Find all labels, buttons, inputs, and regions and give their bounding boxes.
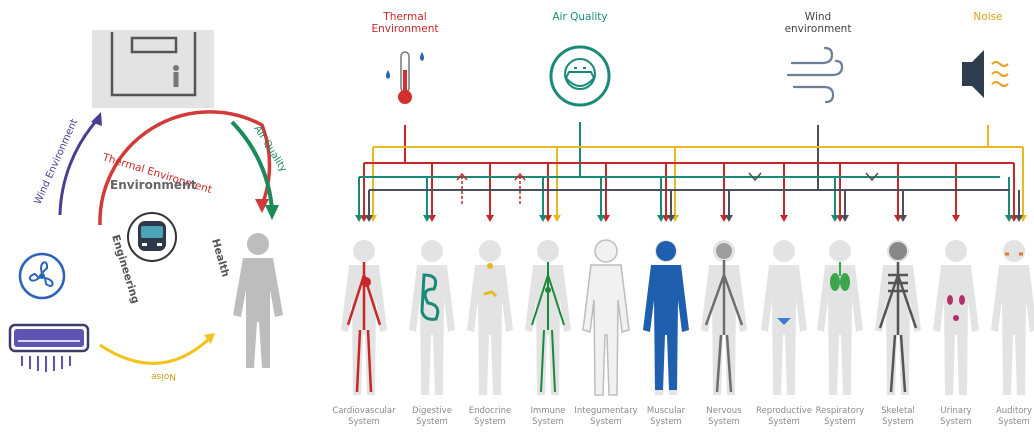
building-icon xyxy=(92,30,214,108)
arrow-air-3 xyxy=(539,215,547,222)
connection-lines xyxy=(355,147,1027,222)
system-label: System xyxy=(768,417,800,427)
system-label: Auditory xyxy=(996,406,1032,416)
system-label: Reproductive xyxy=(756,406,812,416)
health-label: Health xyxy=(209,238,231,279)
system-label: System xyxy=(474,417,506,427)
air-conditioner-icon xyxy=(10,325,88,372)
system-label: Muscular xyxy=(647,406,686,416)
organ-highlight xyxy=(643,241,689,390)
left-panel: Wind Environment Thermal Environment Air… xyxy=(10,30,289,381)
human-figure-icon xyxy=(233,233,283,368)
wind-icon xyxy=(788,48,842,102)
body-silhouette xyxy=(991,240,1034,395)
system-label: Integumentary xyxy=(574,406,637,416)
body-silhouette xyxy=(761,240,807,395)
arrow-air-11 xyxy=(1005,215,1013,222)
noise-arc xyxy=(100,338,210,363)
system-label: Cardiovascular xyxy=(332,406,396,416)
system-label: System xyxy=(416,417,448,427)
metro-train-icon xyxy=(128,213,176,261)
arrow-thermal-2 xyxy=(486,215,494,222)
system-label: System xyxy=(824,417,856,427)
system-label: Respiratory xyxy=(816,406,865,416)
speaker-noise-icon xyxy=(962,50,1008,98)
factor-label-wind: environment xyxy=(785,23,852,35)
system-label: System xyxy=(940,417,972,427)
arrow-air-8 xyxy=(831,215,839,222)
system-label: Urinary xyxy=(940,406,971,416)
arrow-air-0 xyxy=(355,215,363,222)
factor-label-noise: Noise xyxy=(973,11,1002,23)
fan-icon xyxy=(20,254,64,298)
arrow-air-4 xyxy=(597,215,605,222)
system-label: System xyxy=(650,417,682,427)
system-label: System xyxy=(882,417,914,427)
face-mask-icon xyxy=(551,47,609,105)
system-label: System xyxy=(998,417,1030,427)
factor-label-thermal: Environment xyxy=(371,23,438,35)
arrow-thermal-7 xyxy=(780,215,788,222)
body-systems: CardiovascularSystemDigestiveSystemEndoc… xyxy=(332,240,1034,427)
body-silhouette xyxy=(409,240,455,395)
arrow-wind-6 xyxy=(725,215,733,222)
arrow-air-1 xyxy=(423,215,431,222)
arrow-thermal-10 xyxy=(952,215,960,222)
environment-center-label: Environment xyxy=(110,178,197,192)
factor-label-wind: Wind xyxy=(805,11,831,23)
system-label: System xyxy=(590,417,622,427)
noise-label: Noise xyxy=(151,371,176,381)
system-label: Skeletal xyxy=(881,406,915,416)
system-label: System xyxy=(708,417,740,427)
organ-highlight xyxy=(583,240,629,395)
system-6: NervousSystem xyxy=(701,240,747,427)
system-label: System xyxy=(348,417,380,427)
system-label: Endocrine xyxy=(469,406,512,416)
thermometer-icon xyxy=(386,52,424,104)
organ-highlight xyxy=(880,242,916,392)
factor-label-air: Air Quality xyxy=(552,11,607,23)
wind-environment-label: Wind Environment xyxy=(33,117,81,206)
system-label: Immune xyxy=(530,406,565,416)
system-label: System xyxy=(532,417,564,427)
factor-label-thermal: Thermal xyxy=(382,11,426,23)
system-label: Nervous xyxy=(706,406,742,416)
arrow-wind-8 xyxy=(841,215,849,222)
factor-noise: Noise xyxy=(962,11,1008,147)
arrow-noise-3 xyxy=(553,215,561,222)
system-label: Digestive xyxy=(412,406,452,416)
factor-air: Air Quality xyxy=(551,11,609,177)
arrow-air-5 xyxy=(657,215,665,222)
arrow-wind-9 xyxy=(899,215,907,222)
